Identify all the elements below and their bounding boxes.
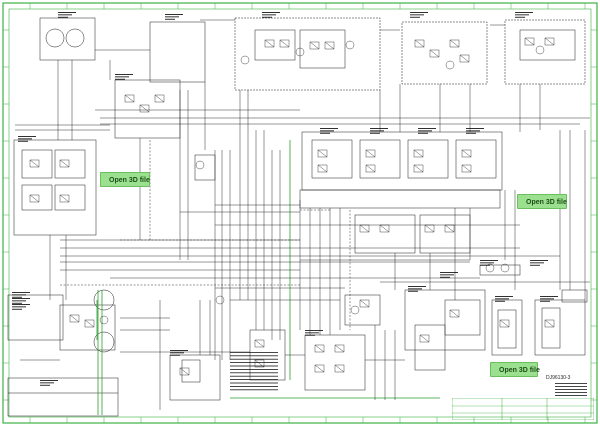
green-lines (96, 140, 440, 415)
piping-network (15, 19, 590, 410)
open-3d-file-button-left[interactable]: Open 3D file (100, 172, 150, 187)
title-block (452, 398, 594, 420)
small-symbols (29, 37, 555, 376)
inner-border (8, 8, 592, 418)
open-3d-file-button-right[interactable]: Open 3D file (517, 194, 567, 209)
open-3d-file-button-bottom[interactable]: Open 3D file (490, 362, 540, 377)
label-marks (12, 12, 587, 396)
component-blocks (7, 17, 588, 417)
border-ticks (3, 3, 597, 423)
drawing-number: DJ96130-3 (546, 375, 571, 381)
